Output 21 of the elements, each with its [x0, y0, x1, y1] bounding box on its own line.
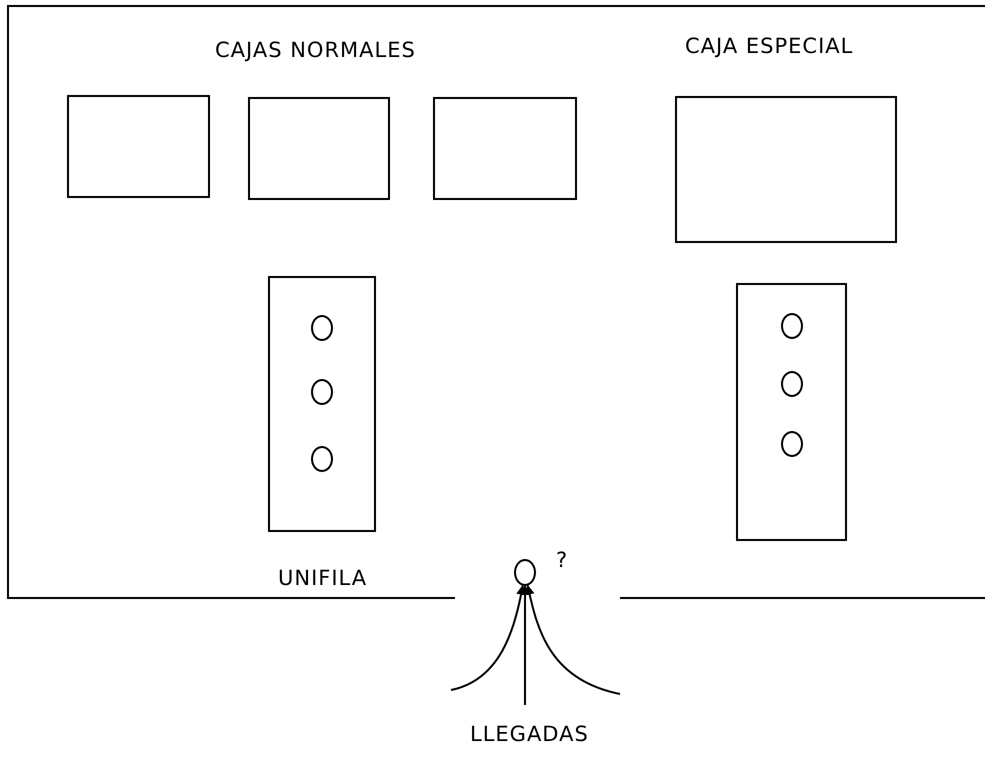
counter-box — [433, 97, 577, 200]
question-mark: ? — [556, 548, 568, 572]
queue-label: UNIFILA — [278, 566, 368, 590]
arrival-arrow — [520, 585, 530, 705]
entrance-label: LLEGADAS — [470, 722, 589, 746]
section-heading: CAJAS NORMALES — [215, 38, 416, 62]
counter-box — [67, 95, 210, 198]
customer-circle — [781, 431, 803, 457]
arrival-arrow — [524, 584, 620, 695]
queue-area — [736, 283, 847, 541]
counter-box — [248, 97, 390, 200]
customer-circle — [311, 446, 333, 472]
arrival-arrow — [450, 584, 526, 691]
queue-area — [268, 276, 376, 532]
section-heading: CAJA ESPECIAL — [685, 34, 854, 58]
customer-circle — [311, 315, 333, 341]
customer-circle — [514, 559, 536, 586]
counter-box — [675, 96, 897, 243]
customer-circle — [781, 313, 803, 339]
customer-circle — [781, 371, 803, 397]
customer-circle — [311, 379, 333, 405]
